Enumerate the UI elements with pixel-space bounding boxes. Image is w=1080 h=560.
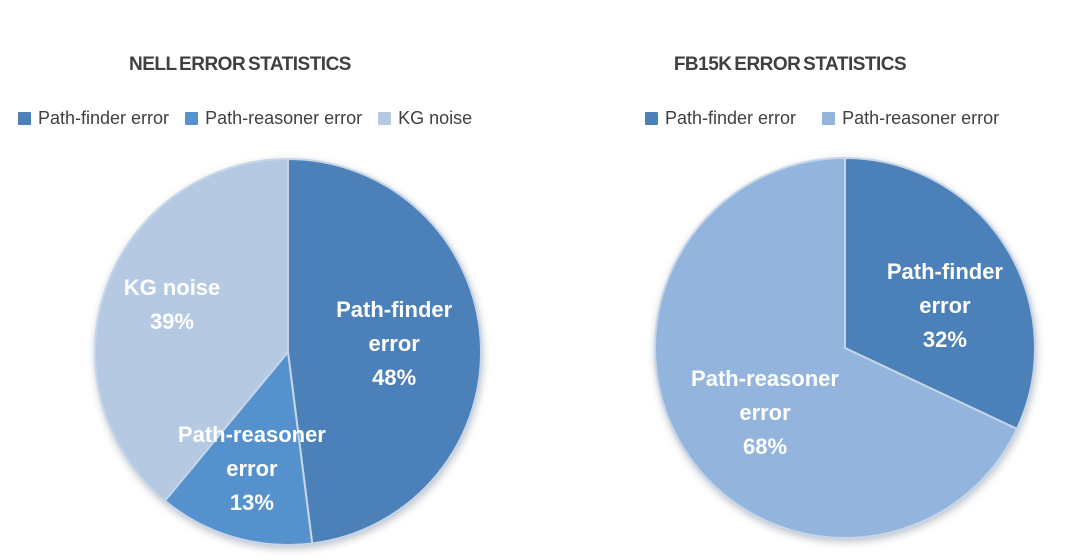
- legend-label: Path-reasoner error: [842, 108, 1000, 128]
- nell-chart-legend: Path-finder error Path-reasoner error KG n…: [18, 108, 472, 129]
- legend-label: Path-reasoner error: [205, 108, 363, 128]
- pie-slice-path-reasoner-error: [654, 157, 1018, 539]
- pie-slices-group: [654, 157, 1036, 539]
- nell-chart-title: NELL ERROR STATISTICS: [129, 54, 351, 75]
- pie-slice-path-finder-error: [287, 158, 482, 545]
- legend-swatch-icon: [645, 112, 658, 125]
- pie-slice-path-finder-error: [844, 157, 1036, 430]
- pie-slice-kg-noise: [94, 158, 289, 502]
- legend-swatch-icon: [185, 112, 199, 125]
- fb15k-chart-legend: Path-finder error Path-reasoner error: [645, 108, 999, 129]
- legend-item-path-reasoner-error: Path-reasoner error: [822, 108, 999, 129]
- legend-swatch-icon: [18, 112, 31, 125]
- pie-slices-group: [94, 158, 482, 546]
- legend-label: Path-finder error: [665, 108, 797, 128]
- legend-label: Path-finder error: [38, 108, 170, 128]
- legend-swatch-icon: [378, 112, 392, 125]
- legend-label: KG noise: [398, 108, 473, 128]
- pie-slice-path-reasoner-error: [163, 351, 314, 546]
- legend-item-path-finder-error: Path-finder error: [645, 108, 796, 129]
- legend-item-path-finder-error: Path-finder error: [18, 108, 169, 129]
- legend-item-kg-noise: KG noise: [378, 108, 472, 129]
- fb15k-chart-title: FB15K ERROR STATISTICS: [673, 54, 907, 75]
- legend-item-path-reasoner-error: Path-reasoner error: [185, 108, 362, 129]
- legend-swatch-icon: [822, 112, 836, 125]
